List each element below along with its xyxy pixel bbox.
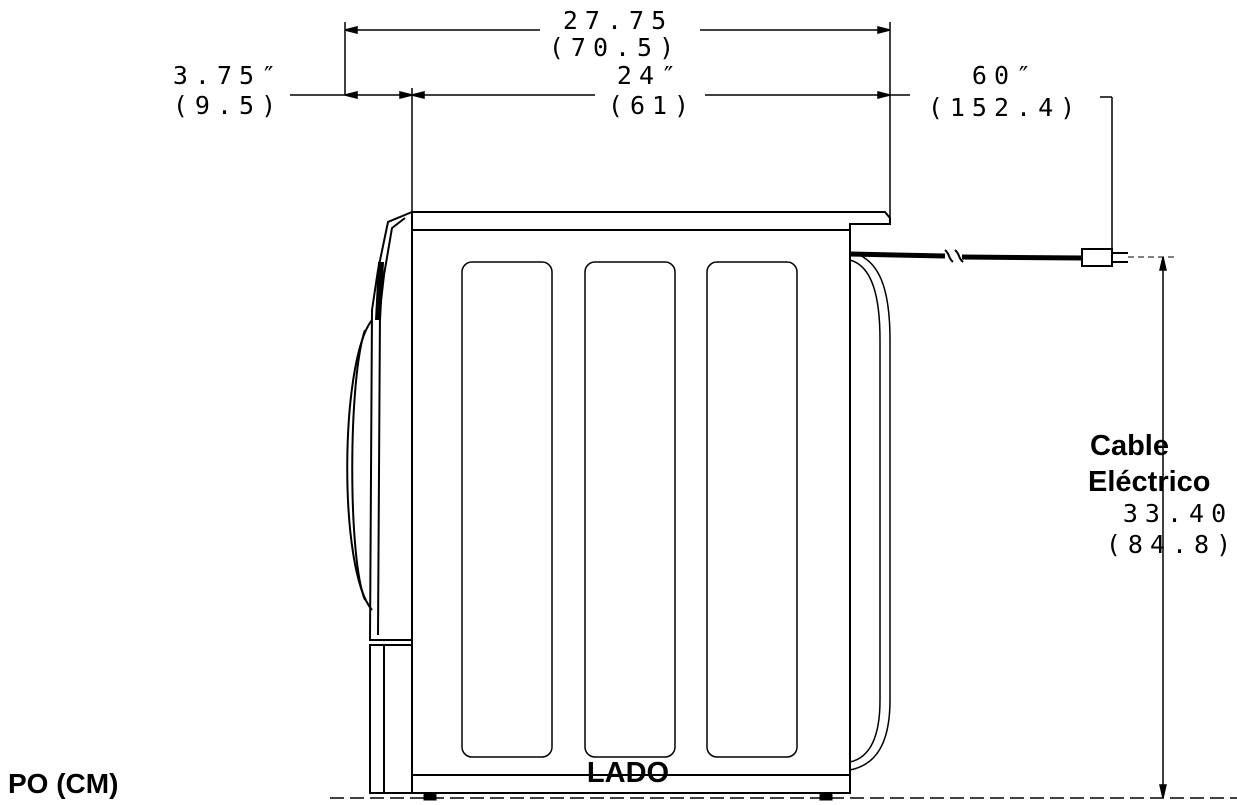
dimension-overall-depth (344, 22, 891, 225)
front-accent (375, 262, 384, 320)
cord-label-line1: Cable (1090, 430, 1169, 462)
cord-length-cm: (152.4) (928, 93, 1082, 122)
dimension-cord-height (1159, 256, 1167, 799)
view-label: LADO (587, 757, 669, 789)
dryer-door-front (346, 211, 413, 794)
door-depth-cm: (9.5) (173, 91, 283, 120)
cord-height-inches: 33.40 (1123, 499, 1233, 528)
cord-length-inches: 60″ (972, 61, 1038, 90)
cabinet-depth-inches: 24″ (617, 61, 683, 90)
cabinet-depth-cm: (61) (608, 91, 696, 120)
dryer-feet (423, 792, 833, 801)
side-panels (461, 261, 798, 758)
dimension-row-door-cabinet (290, 88, 910, 215)
overall-depth-inches: 27.75 (563, 6, 673, 35)
rear-bulge (849, 251, 891, 771)
door-depth-inches: 3.75″ (173, 61, 283, 90)
overall-depth-cm: (70.5) (549, 33, 681, 62)
dryer-cabinet (411, 211, 891, 794)
cord-height-cm: (84.8) (1106, 530, 1237, 559)
power-cord (849, 248, 1175, 267)
units-label: PO (CM) (8, 768, 118, 799)
dimension-cord-length (1100, 96, 1113, 250)
cord-label-line2: Eléctrico (1088, 466, 1211, 498)
